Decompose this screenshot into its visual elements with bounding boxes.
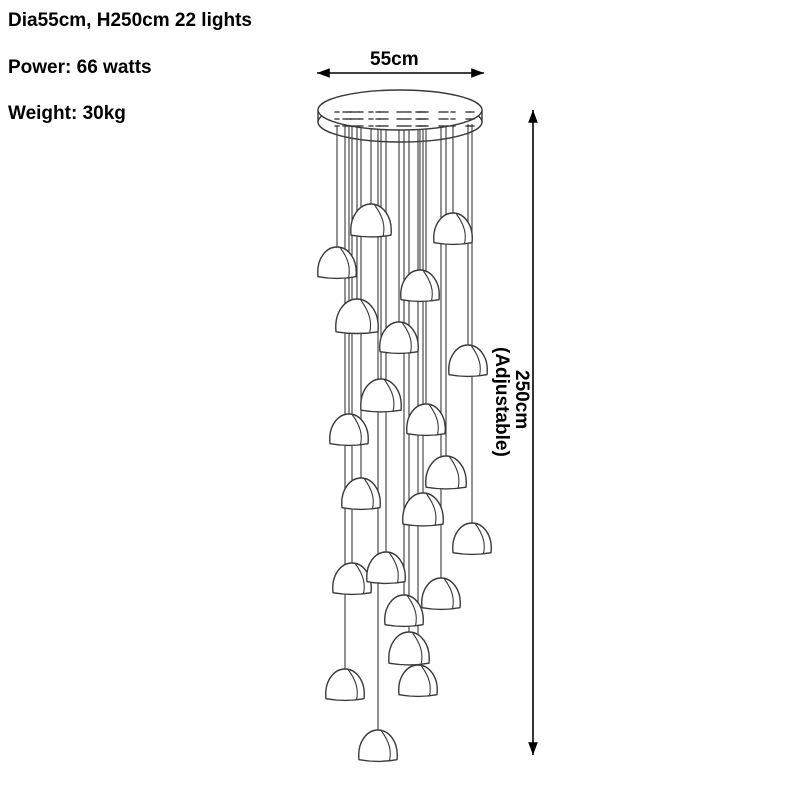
lamp-shade <box>402 492 444 527</box>
spec-power-text: Power: 66 watts <box>8 57 152 78</box>
lamp-shade <box>425 455 467 490</box>
lamp-shade <box>379 321 419 355</box>
lamp-shade <box>341 477 381 511</box>
lamp-shade <box>406 403 446 437</box>
lamp-shade <box>329 413 369 447</box>
lamp-shade-seam <box>406 595 417 627</box>
lamp-shade-seam <box>420 665 431 697</box>
lamp-shade <box>452 522 492 556</box>
lamp-shade-seam <box>455 213 466 245</box>
lamp-shade-seam <box>412 632 423 665</box>
lamp-shade-seam <box>363 478 374 510</box>
lamp-shade <box>433 212 473 246</box>
lamp-shade <box>388 631 430 666</box>
lamp-shade <box>448 344 488 378</box>
lamp-shade <box>360 378 402 413</box>
lamp-shade <box>400 269 440 303</box>
lamp-shade-seam <box>422 270 433 302</box>
lamp-shade <box>317 246 357 280</box>
lamp-shade-seam <box>443 578 454 610</box>
lamp-shade-seam <box>449 456 460 489</box>
lamp-shade-seam <box>428 404 439 436</box>
lamp-shade <box>366 551 406 585</box>
lamp-shade-seam <box>351 414 362 446</box>
lamp-shade-seam <box>339 247 350 279</box>
lamp-shade-seam <box>354 563 365 595</box>
lamp-shade-seam <box>384 379 395 412</box>
lamp-shade <box>350 203 392 238</box>
lamp-shade-seam <box>470 345 481 377</box>
lamp-shade <box>335 298 379 335</box>
height-dimension-label: 250cm <box>511 370 532 430</box>
lamp-shade <box>398 664 438 698</box>
lamp-shade-seam <box>374 204 385 237</box>
lamp-shade-seam <box>360 299 372 334</box>
ceiling-canopy-plate <box>317 89 483 143</box>
width-dimension-label: 55cm <box>370 49 419 70</box>
lamp-shade-seam <box>401 322 412 354</box>
cable-connectors <box>334 111 475 127</box>
lamp-shade-seam <box>347 669 358 701</box>
lamp-shade <box>384 594 424 628</box>
lamp-shades <box>317 203 492 763</box>
lamp-shade-seam <box>426 493 437 526</box>
lamp-shade <box>358 729 398 763</box>
lamp-shade-seam <box>380 730 391 762</box>
spec-dimensions-text: Dia55cm, H250cm 22 lights <box>8 10 252 31</box>
canopy-top-rim <box>317 89 483 131</box>
lamp-shade-seam <box>474 523 485 555</box>
height-adjustable-label: (Adjustable) <box>491 347 512 457</box>
lamp-shade <box>332 562 372 596</box>
lamp-shade-seam <box>388 552 399 584</box>
lamp-shade <box>325 668 365 702</box>
spec-weight-text: Weight: 30kg <box>8 103 126 124</box>
lamp-shade <box>421 577 461 611</box>
